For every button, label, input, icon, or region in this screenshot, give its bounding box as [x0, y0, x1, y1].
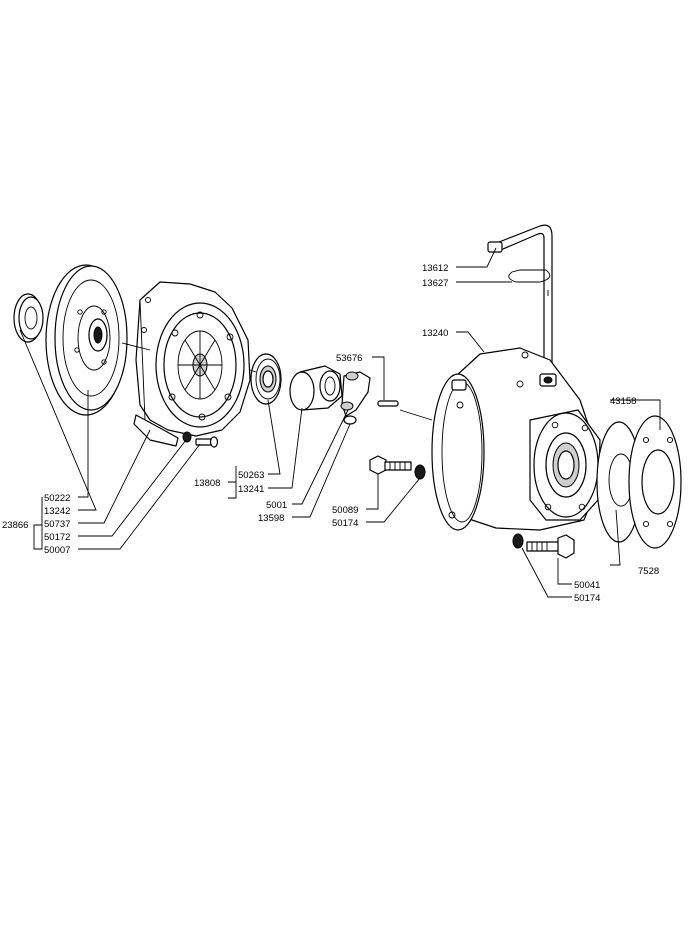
label-43158: 43158 — [610, 396, 636, 407]
label-50222: 50222 — [44, 493, 70, 504]
pin-part — [377, 400, 399, 407]
part-labels: 13612 13627 13240 53676 43158 13808 5026… — [2, 263, 659, 604]
label-13242: 13242 — [44, 506, 70, 517]
label-50007: 50007 — [44, 545, 70, 556]
label-50172: 50172 — [44, 532, 70, 543]
label-13240: 13240 — [422, 328, 448, 339]
label-50263: 50263 — [238, 470, 264, 481]
spacer-hub-part — [289, 365, 343, 411]
front-cover-part — [133, 281, 251, 447]
label-23866: 23866 — [2, 520, 28, 531]
label-13627: 13627 — [422, 278, 448, 289]
ball-bearing-part — [250, 353, 282, 405]
leader-lines — [19, 247, 661, 598]
label-13612: 13612 — [422, 263, 448, 274]
label-50737: 50737 — [44, 519, 70, 530]
label-50174-center: 50174 — [332, 518, 358, 529]
label-50174-bottom: 50174 — [574, 593, 600, 604]
pump-casing-part — [431, 347, 601, 531]
label-50089: 50089 — [332, 505, 358, 516]
split-collar-part — [340, 371, 371, 425]
pulley-part — [45, 264, 128, 416]
label-13808: 13808 — [194, 478, 220, 489]
label-53676: 53676 — [336, 353, 362, 364]
label-13241: 13241 — [238, 484, 264, 495]
cover-screw-part — [182, 431, 219, 448]
center-bolt-part — [369, 455, 426, 480]
bottom-bolt-part — [512, 533, 575, 559]
label-50041: 50041 — [574, 580, 600, 591]
label-7528: 7528 — [638, 566, 659, 577]
pipe-part — [487, 224, 553, 366]
label-13598: 13598 — [258, 513, 284, 524]
label-5001: 5001 — [266, 500, 287, 511]
oil-seal-part — [13, 293, 44, 343]
flange-part — [628, 415, 682, 549]
